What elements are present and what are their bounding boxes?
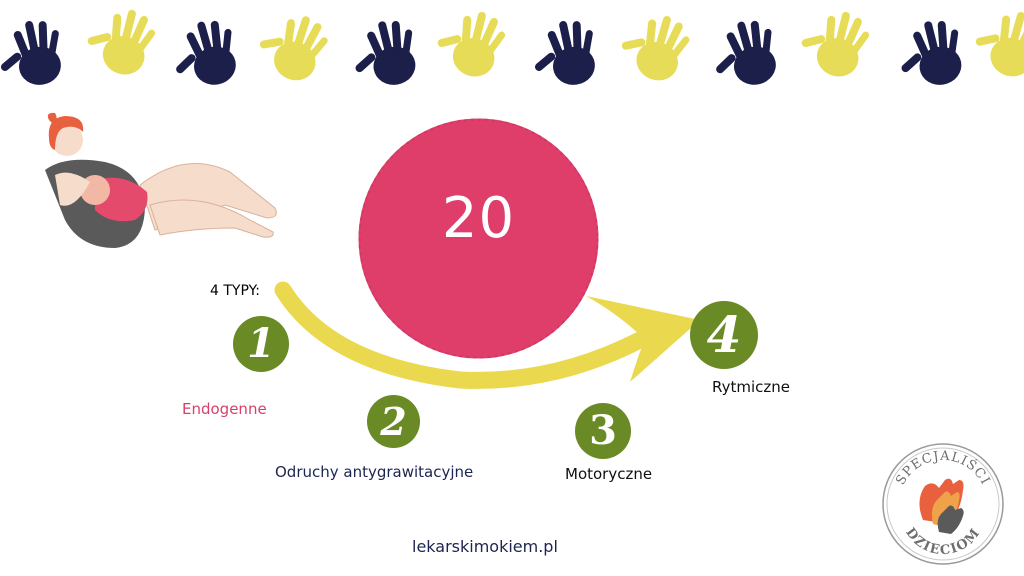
logo-hands-icon — [919, 478, 964, 534]
website-link[interactable]: lekarskimokiem.pl — [412, 537, 558, 556]
specjalisci-dzieciom-logo: SPECJALIŚCI DZIECIOM — [882, 443, 1004, 565]
step-label-2: Odruchy antygrawitacyjne — [275, 463, 474, 481]
step-label-1: Endogenne — [182, 400, 267, 418]
mother-breastfeeding-illustration — [45, 112, 277, 248]
center-number: 20 — [441, 186, 516, 251]
step-badge-3: 3 — [575, 403, 631, 459]
step-badge-1: 1 — [233, 316, 289, 372]
highlight-circle — [358, 118, 599, 359]
step-label-4: Rytmiczne — [712, 378, 790, 396]
step-badge-2: 2 — [367, 395, 420, 448]
step-label-3: Motoryczne — [565, 465, 653, 483]
types-heading: 4 TYPY: — [210, 283, 261, 299]
step-badge-4: 4 — [690, 301, 758, 369]
